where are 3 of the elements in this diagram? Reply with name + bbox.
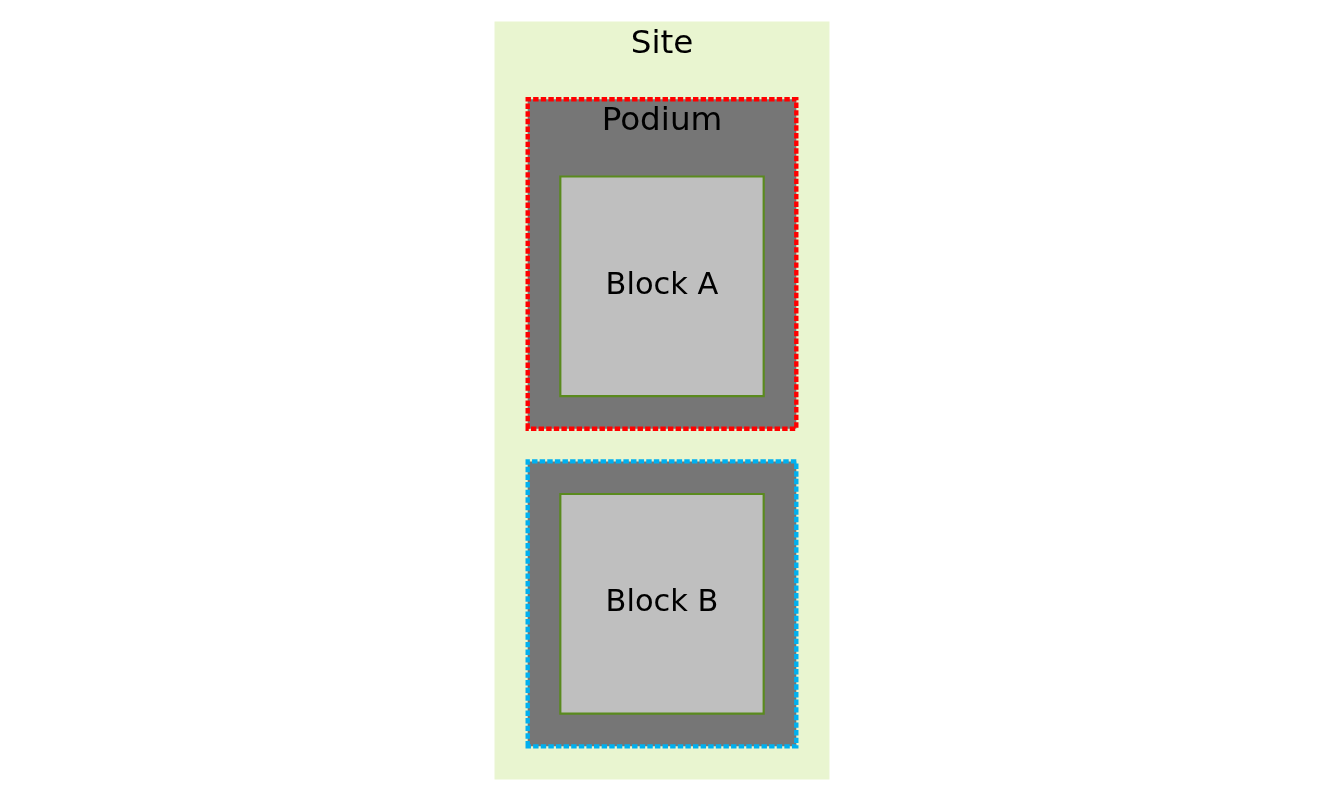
node-box: Block B [559,492,765,715]
cluster [525,458,799,748]
node-box: Block A [559,174,765,397]
